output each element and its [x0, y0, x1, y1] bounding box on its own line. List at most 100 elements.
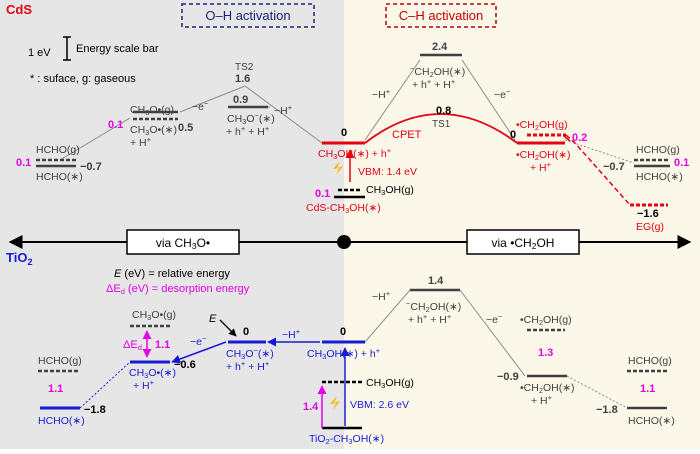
tio2-ch2oh-minus-h: + h+ + H+ [408, 312, 452, 326]
scale-text: Energy scale bar [76, 43, 159, 55]
cds-hcho-left-desorb: 0.1 [16, 157, 31, 169]
axis-origin-dot [337, 235, 351, 249]
cds-ch3o-minus-h-label: −H+ [274, 103, 293, 117]
cds-ch3o-surface-label: CH3O•(∗) [130, 124, 177, 137]
tio2-e-marker-value: 0 [243, 326, 249, 338]
cds-connector-ch3o-ts2 [179, 85, 246, 113]
tio2-ch2oh-value: −0.9 [497, 371, 519, 383]
oh-activation-header: O–H activation [205, 8, 290, 23]
cds-ch2oh-surface: •CH2OH(∗) [516, 149, 571, 162]
cds-ch2oh-minus-h-label: −H+ [372, 87, 391, 101]
cds-ch2oh-g: •CH2OH(g) [516, 119, 568, 132]
cds-hcho-left-value: −0.7 [80, 161, 102, 173]
via-ch2oh-box [466, 229, 580, 255]
tio2-ch2oh-surface: •CH2OH(∗) [520, 382, 575, 395]
via-ch2oh-label: via •CH2OH [492, 236, 555, 251]
ch-activation-frame [385, 3, 497, 28]
cds-center-value: 0 [341, 127, 347, 139]
tio2-hcho-right-desorb: 1.1 [640, 383, 655, 395]
tio2-ch3o-minus-h-label: −H+ [282, 327, 301, 341]
via-ch3o-label: via CH3O• [156, 236, 210, 251]
cds-center-species: CH3OH(∗) + h+ [318, 146, 392, 161]
cds-ch3o-minus-h: + h+ + H+ [226, 124, 270, 138]
tio2-hcho-left-desorb: 1.1 [48, 383, 63, 395]
via-ch3o-box [126, 229, 240, 255]
tio2-connector-hcho-left [79, 361, 131, 409]
cds-eg-label: EG(g) [636, 221, 664, 233]
cds-ch2oh-minus-value: 2.4 [432, 41, 448, 53]
cds-eg-value: −1.6 [637, 208, 659, 220]
tio2-ch3o-value: −0.6 [174, 359, 196, 371]
tio2-connector-ch2oh-minus-right [459, 289, 526, 377]
cds-surface-species: CdS-CH3OH(∗) [306, 202, 381, 215]
cds-hcho-g-left: HCHO(g) [36, 144, 80, 156]
tio2-connector-center-ch2oh-minus [364, 289, 411, 343]
tio2-panel-label: TiO2 [6, 250, 32, 267]
cds-cpet-label: CPET [392, 129, 422, 141]
tio2-connector-hcho-right [566, 375, 628, 409]
tio2-hcho-s-left: HCHO(∗) [38, 415, 85, 427]
oh-activation-frame [181, 3, 315, 28]
scale-value: 1 eV [28, 47, 51, 59]
cds-ch2oh-desorb: 0.2 [572, 132, 587, 144]
tio2-hcho-g-left: HCHO(g) [38, 355, 82, 367]
cds-start-desorb: 0.1 [315, 188, 330, 200]
cds-ch3o-value: 0.5 [178, 122, 193, 134]
cds-ch2oh-minus-e-label: −e− [494, 87, 511, 101]
cds-ch3o-minus-e-label: −e− [192, 99, 209, 113]
cds-light-icon [333, 161, 343, 175]
cds-cpet-curve [364, 113, 518, 144]
tio2-hcho-g-right: HCHO(g) [628, 355, 672, 367]
cds-desorb-tick [563, 135, 571, 142]
cds-ch2oh-minus-h: + h+ + H+ [412, 77, 456, 91]
tio2-ch3o-surface-label: CH3O•(∗) [129, 367, 176, 380]
tio2-ch3o-surface-h: + H+ [133, 378, 155, 392]
right-panel-background [344, 0, 700, 449]
cds-hcho-g-right: HCHO(g) [636, 144, 680, 156]
tio2-ch3o-minus-e-label: −e− [190, 334, 207, 348]
tio2-center-value: 0 [340, 326, 346, 338]
cds-hcho-right-desorb: 0.1 [674, 157, 689, 169]
tio2-ch3o-desorb: 1.1 [155, 339, 170, 351]
cds-hcho-s-left: HCHO(∗) [36, 171, 83, 183]
tio2-ch3oh-g: CH3OH(g) [366, 377, 414, 390]
tio2-e-marker: E [209, 313, 217, 325]
cds-hcho-right-value: −0.7 [603, 161, 625, 173]
cds-connector-ts2-center [244, 85, 323, 144]
cds-ch2oh-minus-label: −CH2OH(∗) [410, 64, 465, 79]
tio2-hcho-left-value: −1.8 [84, 404, 106, 416]
tio2-ch2oh-g: •CH2OH(g) [520, 314, 572, 327]
tio2-ch2oh-minus-e-label: −e− [486, 312, 503, 326]
cds-ch3o-g-label: CH3O•(g) [130, 104, 174, 117]
tio2-start-desorb: 1.4 [303, 401, 319, 413]
cds-vbm: VBM: 1.4 eV [358, 166, 417, 178]
cds-eg-path [565, 134, 631, 206]
tio2-arrow-to-ch3o [171, 341, 227, 364]
cds-right-zero: 0 [510, 129, 516, 141]
tio2-ch2oh-minus-value: 1.4 [428, 275, 444, 287]
cds-ts2-value: 1.6 [235, 73, 250, 85]
tio2-ch2oh-minus-h-label: −H+ [372, 289, 391, 303]
cds-ts1-label: TS1 [432, 119, 451, 130]
cds-network: TS2 1.6 TS1 0.8 CPET CH3O•(g) CH3O•(∗) +… [16, 41, 689, 233]
tio2-surface-species: TiO2-CH3OH(∗) [309, 433, 384, 446]
tio2-ch2oh-desorb: 1.3 [538, 347, 553, 359]
tio2-de-marker: ΔEd [123, 339, 142, 352]
tio2-ch3o-minus-h: + h+ + H+ [226, 359, 270, 373]
tio2-vbm: VBM: 2.6 eV [350, 399, 409, 411]
left-panel-background [0, 0, 344, 449]
cds-hcho-s-right: HCHO(∗) [636, 171, 683, 183]
cds-ch3o-surface-h: + H+ [130, 135, 152, 149]
legend-note: * : suface, g: gaseous [30, 73, 136, 85]
tio2-e-arrow [219, 319, 237, 337]
tio2-network: E (eV) = relative energy ΔEd (eV) = deso… [38, 268, 675, 446]
cds-connector-hcho-right [564, 139, 635, 164]
cds-ch3o-minus-value: 0.9 [233, 94, 248, 106]
cds-connector-hcho-left [59, 117, 131, 161]
cds-panel-label: CdS [6, 2, 32, 17]
tio2-hcho-right-value: −1.8 [596, 404, 618, 416]
cds-ch3o-minus-label: CH3O−(∗) [227, 111, 275, 126]
cds-connector-ch2oh-minus-right [461, 59, 516, 141]
